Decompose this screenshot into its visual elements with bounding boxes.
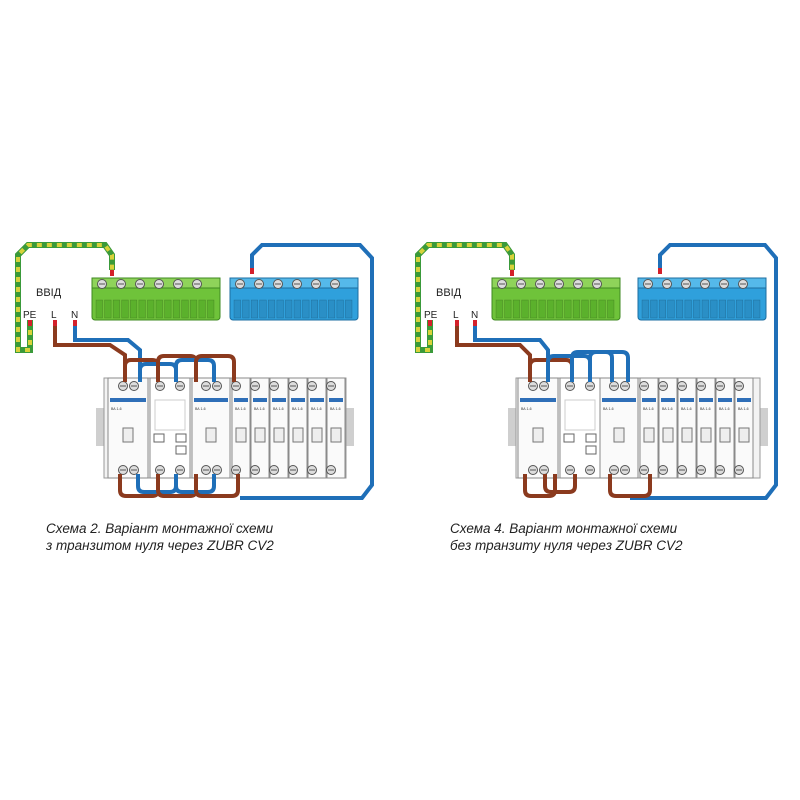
breaker-toggle [662, 427, 674, 443]
breaker-toggle [122, 427, 134, 443]
wire-tip [28, 320, 32, 326]
breaker-label: ВА 1-6 [195, 407, 206, 411]
breaker-label: ВА 1-6 [719, 407, 730, 411]
n-label: N [471, 310, 478, 321]
jumper-wire [194, 474, 240, 498]
n-input-wire [473, 320, 550, 380]
breaker-toggle [292, 427, 304, 443]
breaker-label: ВА 1-6 [311, 407, 322, 411]
caption-left: Схема 2. Варіант монтажної схеми з транз… [46, 520, 274, 554]
breaker-label: ВА 1-6 [700, 407, 711, 411]
breaker-label: ВА 1-6 [254, 407, 265, 411]
jumper-wire [194, 354, 236, 382]
breaker-toggle [738, 427, 750, 443]
wire-tip [110, 270, 114, 276]
relay-display [154, 399, 186, 431]
jumper-wire [608, 474, 652, 498]
caption-left-line1: Схема 2. Варіант монтажної схеми [46, 521, 274, 536]
breaker-label: ВА 1-6 [273, 407, 284, 411]
pe-label: PE [23, 310, 37, 321]
l-label: L [51, 310, 57, 321]
breaker-label: ВА 1-6 [235, 407, 246, 411]
breaker-toggle [205, 427, 217, 443]
relay-display [564, 399, 596, 431]
breaker-label: ВА 1-6 [643, 407, 654, 411]
breaker-toggle [700, 427, 712, 443]
breaker-label: ВА 1-6 [521, 407, 532, 411]
breaker-label: ВА 1-6 [330, 407, 341, 411]
wire-tip [250, 268, 254, 274]
minus-button [153, 433, 165, 443]
pe-label: PE [424, 310, 438, 321]
minus-button [563, 433, 575, 443]
jumper-wire [543, 474, 577, 494]
breaker-label: ВА 1-6 [738, 407, 749, 411]
breaker-label: ВА 1-6 [681, 407, 692, 411]
breaker-toggle [254, 427, 266, 443]
breaker-label: ВА 1-6 [662, 407, 673, 411]
input-label: ВВІД [436, 287, 462, 299]
breaker-label: ВА 1-6 [292, 407, 303, 411]
circuit-breaker [191, 377, 231, 479]
caption-left-line2: з транзитом нуля через ZUBR CV2 [46, 538, 274, 553]
info-button [175, 445, 187, 455]
plus-button [585, 433, 597, 443]
breaker-label: ВА 1-6 [111, 407, 122, 411]
caption-right: Схема 4. Варіант монтажної схеми без тра… [450, 520, 683, 554]
jumper-wire [588, 350, 630, 382]
plus-button [175, 433, 187, 443]
wire-tip [455, 320, 459, 326]
wire-tip [73, 320, 77, 326]
breaker-toggle [681, 427, 693, 443]
wire-tip [428, 320, 432, 326]
breaker-toggle [532, 427, 544, 443]
breaker-toggle [719, 427, 731, 443]
l-input-wire [53, 320, 127, 380]
breaker-toggle [643, 427, 655, 443]
input-label: ВВІД [36, 287, 62, 299]
breaker-toggle [311, 427, 323, 443]
l-input-wire [455, 320, 532, 380]
breaker-toggle [235, 427, 247, 443]
breaker-toggle [273, 427, 285, 443]
breaker-toggle [330, 427, 342, 443]
l-label: L [453, 310, 459, 321]
breaker-toggle [613, 427, 625, 443]
caption-right-line1: Схема 4. Варіант монтажної схеми [450, 521, 678, 536]
wire-tip [473, 320, 477, 326]
n-label: N [71, 310, 78, 321]
wire-tip [510, 270, 514, 276]
wire-tip [53, 320, 57, 326]
n-bus-wire [240, 243, 374, 500]
n-bus-wire [630, 243, 778, 500]
n-input-wire [73, 320, 142, 380]
wire-tip [658, 268, 662, 274]
info-button [585, 445, 597, 455]
breaker-label: ВА 1-6 [603, 407, 614, 411]
caption-right-line2: без транзиту нуля через ZUBR CV2 [450, 538, 683, 553]
